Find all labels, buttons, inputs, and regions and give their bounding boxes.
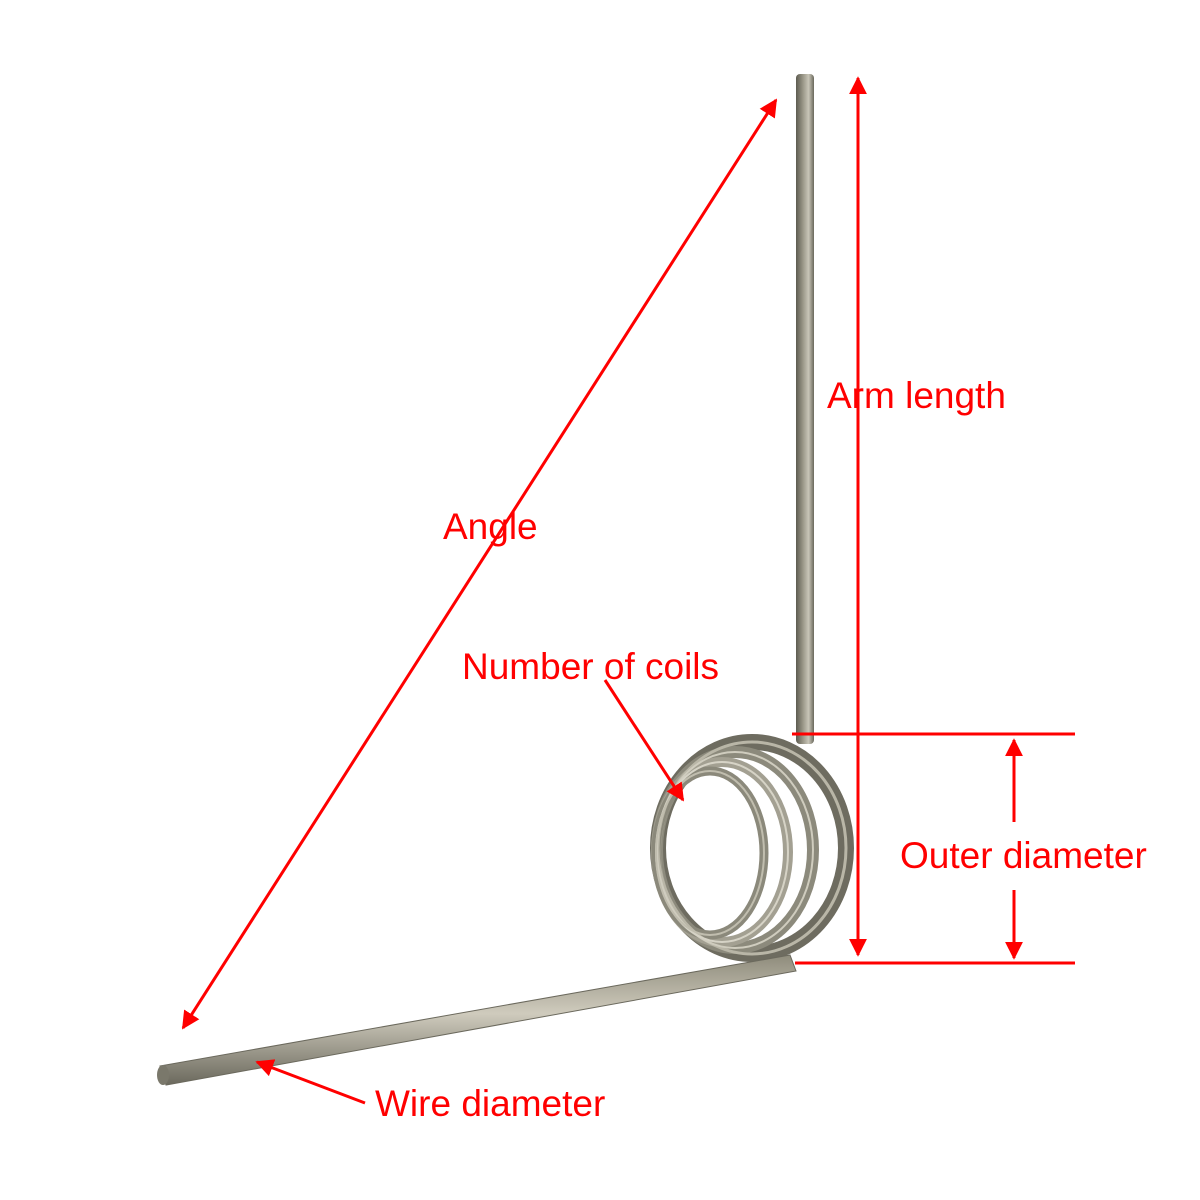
arm-length-label: Arm length [827,375,1006,416]
spring-bottom-leg [157,954,797,1086]
angle-arrow [181,98,778,1030]
spring-coils [650,734,854,962]
angle-label: Angle [443,506,538,547]
spring-vertical-arm [796,74,814,744]
wire-diameter-arrow [255,1059,366,1105]
number-of-coils-label: Number of coils [462,646,720,687]
wire-diameter-label: Wire diameter [375,1083,606,1124]
number-of-coils-arrow [603,679,685,802]
outer-diameter-label: Outer diameter [900,835,1147,876]
